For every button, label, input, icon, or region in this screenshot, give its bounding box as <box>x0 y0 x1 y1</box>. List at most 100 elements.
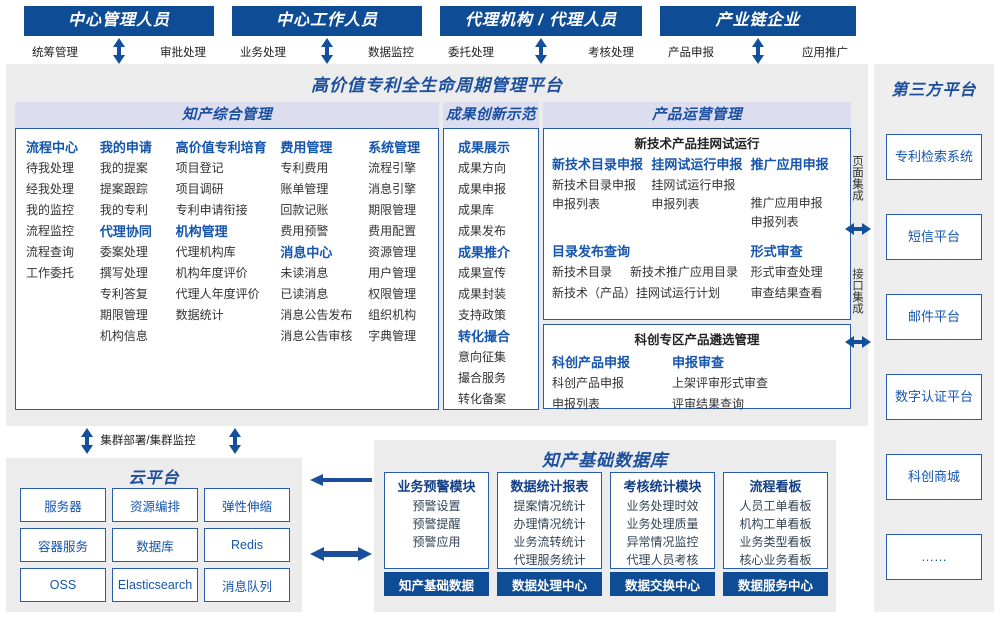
cloud-cell-server[interactable]: 服务器 <box>20 488 106 522</box>
db-card-item[interactable]: 预警应用 <box>412 535 461 549</box>
menu-item[interactable]: 挂网试运行申报 <box>651 178 736 192</box>
group-heading[interactable]: 形式审查 <box>750 244 803 259</box>
menu-item[interactable]: 科创产品申报 <box>552 376 625 390</box>
db-card-item[interactable]: 办理情况统计 <box>513 517 586 531</box>
menu-item[interactable]: 字典管理 <box>368 329 417 343</box>
menu-item[interactable]: 申报列表 <box>552 397 601 411</box>
menu-item[interactable]: 流程查询 <box>26 245 75 259</box>
menu-item[interactable]: 新技术目录 <box>552 265 613 279</box>
group-heading[interactable]: 消息中心 <box>280 245 333 260</box>
menu-item[interactable]: 期限管理 <box>99 308 148 322</box>
group-heading[interactable]: 科创产品申报 <box>552 355 631 370</box>
cloud-cell-elasticsearch[interactable]: Elasticsearch <box>112 568 198 602</box>
menu-item[interactable]: 新技术目录申报 <box>552 178 637 192</box>
group-heading[interactable]: 目录发布查询 <box>552 244 631 259</box>
menu-item[interactable]: 已读消息 <box>280 287 329 301</box>
menu-item[interactable]: 成果发布 <box>458 224 507 238</box>
menu-item[interactable]: 消息引擎 <box>368 182 417 196</box>
cloud-cell-container[interactable]: 容器服务 <box>20 528 106 562</box>
menu-item[interactable]: 期限管理 <box>368 203 417 217</box>
menu-item[interactable]: 我的监控 <box>26 203 75 217</box>
menu-item[interactable]: 委案处理 <box>99 245 148 259</box>
menu-item[interactable]: 评审结果查询 <box>672 397 745 411</box>
menu-item[interactable]: 回款记账 <box>280 203 329 217</box>
group-heading[interactable]: 高价值专利培育 <box>175 140 267 155</box>
group-heading[interactable]: 费用管理 <box>280 140 333 155</box>
menu-item[interactable]: 撰写处理 <box>99 266 148 280</box>
cloud-cell-mq[interactable]: 消息队列 <box>204 568 290 602</box>
menu-item[interactable]: 我的专利 <box>99 203 148 217</box>
menu-item[interactable]: 意向征集 <box>458 350 507 364</box>
menu-item[interactable]: 经我处理 <box>26 182 75 196</box>
menu-item[interactable]: 申报列表 <box>552 197 601 211</box>
db-card-item[interactable]: 预警设置 <box>412 499 461 513</box>
cloud-cell-autoscaling[interactable]: 弹性伸缩 <box>204 488 290 522</box>
menu-item[interactable]: 成果封装 <box>458 287 507 301</box>
menu-item[interactable]: 账单管理 <box>280 182 329 196</box>
group-heading[interactable]: 系统管理 <box>368 140 421 155</box>
db-card-item[interactable]: 业务处理时效 <box>626 499 699 513</box>
menu-item[interactable]: 数据统计 <box>175 308 224 322</box>
menu-item[interactable]: 专利费用 <box>280 161 329 175</box>
db-footer-chip[interactable]: 数据交换中心 <box>610 572 715 596</box>
menu-item[interactable]: 流程引擎 <box>368 161 417 175</box>
group-heading[interactable]: 推广应用申报 <box>750 157 829 172</box>
menu-item[interactable]: 新技术推广应用目录 <box>630 265 739 279</box>
menu-item[interactable]: 资源管理 <box>368 245 417 259</box>
menu-item[interactable]: 上架评审形式审查 <box>672 376 769 390</box>
menu-item[interactable]: 项目调研 <box>175 182 224 196</box>
menu-item[interactable]: 费用配置 <box>368 224 417 238</box>
third-party-box-innovation-mall[interactable]: 科创商城 <box>886 454 982 500</box>
cloud-cell-database[interactable]: 数据库 <box>112 528 198 562</box>
third-party-box-more[interactable]: …… <box>886 534 982 580</box>
role-card-1[interactable]: 中心工作人员 业务处理 数据监控 <box>232 6 422 66</box>
third-party-box-patent-search[interactable]: 专利检索系统 <box>886 134 982 180</box>
menu-item[interactable]: 机构年度评价 <box>175 266 248 280</box>
menu-item[interactable]: 未读消息 <box>280 266 329 280</box>
group-heading[interactable]: 代理协同 <box>99 224 152 239</box>
db-card-item[interactable]: 预警提醒 <box>412 517 461 531</box>
menu-item[interactable]: 权限管理 <box>368 287 417 301</box>
menu-item[interactable]: 成果申报 <box>458 182 507 196</box>
menu-item[interactable]: 消息公告审核 <box>280 329 353 343</box>
group-heading[interactable]: 流程中心 <box>26 140 79 155</box>
menu-item[interactable]: 推广应用申报 <box>750 196 823 210</box>
menu-item[interactable]: 我的提案 <box>99 161 148 175</box>
db-card-item[interactable]: 业务流转统计 <box>513 535 586 549</box>
db-footer-chip[interactable]: 数据服务中心 <box>723 572 828 596</box>
menu-item[interactable]: 项目登记 <box>175 161 224 175</box>
db-card-item[interactable]: 核心业务看板 <box>739 553 812 567</box>
db-card-item[interactable]: 人员工单看板 <box>739 499 812 513</box>
menu-item[interactable]: 代理人年度评价 <box>175 287 260 301</box>
third-party-box-digital-cert[interactable]: 数字认证平台 <box>886 374 982 420</box>
role-card-2[interactable]: 代理机构 / 代理人员 委托处理 考核处理 <box>440 6 642 66</box>
cloud-cell-orchestration[interactable]: 资源编排 <box>112 488 198 522</box>
menu-item[interactable]: 待我处理 <box>26 161 75 175</box>
menu-item[interactable]: 申报列表 <box>651 197 700 211</box>
cloud-cell-redis[interactable]: Redis <box>204 528 290 562</box>
role-card-0[interactable]: 中心管理人员 统筹管理 审批处理 <box>24 6 214 66</box>
menu-item[interactable]: 组织机构 <box>368 308 417 322</box>
group-heading[interactable]: 申报审查 <box>672 355 725 370</box>
group-heading[interactable]: 我的申请 <box>99 140 152 155</box>
group-heading[interactable]: 新技术目录申报 <box>552 157 644 172</box>
db-card-item[interactable]: 异常情况监控 <box>626 535 699 549</box>
menu-item[interactable]: 专利申请衔接 <box>175 203 248 217</box>
db-footer-chip[interactable]: 数据处理中心 <box>497 572 602 596</box>
cloud-cell-oss[interactable]: OSS <box>20 568 106 602</box>
menu-item[interactable]: 新技术（产品）挂网试运行计划 <box>552 286 721 300</box>
db-card-item[interactable]: 代理人员考核 <box>626 553 699 567</box>
menu-item[interactable]: 成果方向 <box>458 161 507 175</box>
db-footer-chip[interactable]: 知产基础数据 <box>384 572 489 596</box>
menu-item[interactable]: 成果宣传 <box>458 266 507 280</box>
menu-item[interactable]: 支持政策 <box>458 308 507 322</box>
menu-item[interactable]: 提案跟踪 <box>99 182 148 196</box>
db-card-item[interactable]: 机构工单看板 <box>739 517 812 531</box>
db-card-item[interactable]: 业务处理质量 <box>626 517 699 531</box>
db-card-item[interactable]: 业务类型看板 <box>739 535 812 549</box>
menu-item[interactable]: 撮合服务 <box>458 371 507 385</box>
group-heading[interactable]: 成果推介 <box>458 245 511 260</box>
third-party-box-email[interactable]: 邮件平台 <box>886 294 982 340</box>
menu-item[interactable]: 用户管理 <box>368 266 417 280</box>
group-heading[interactable]: 挂网试运行申报 <box>651 157 743 172</box>
